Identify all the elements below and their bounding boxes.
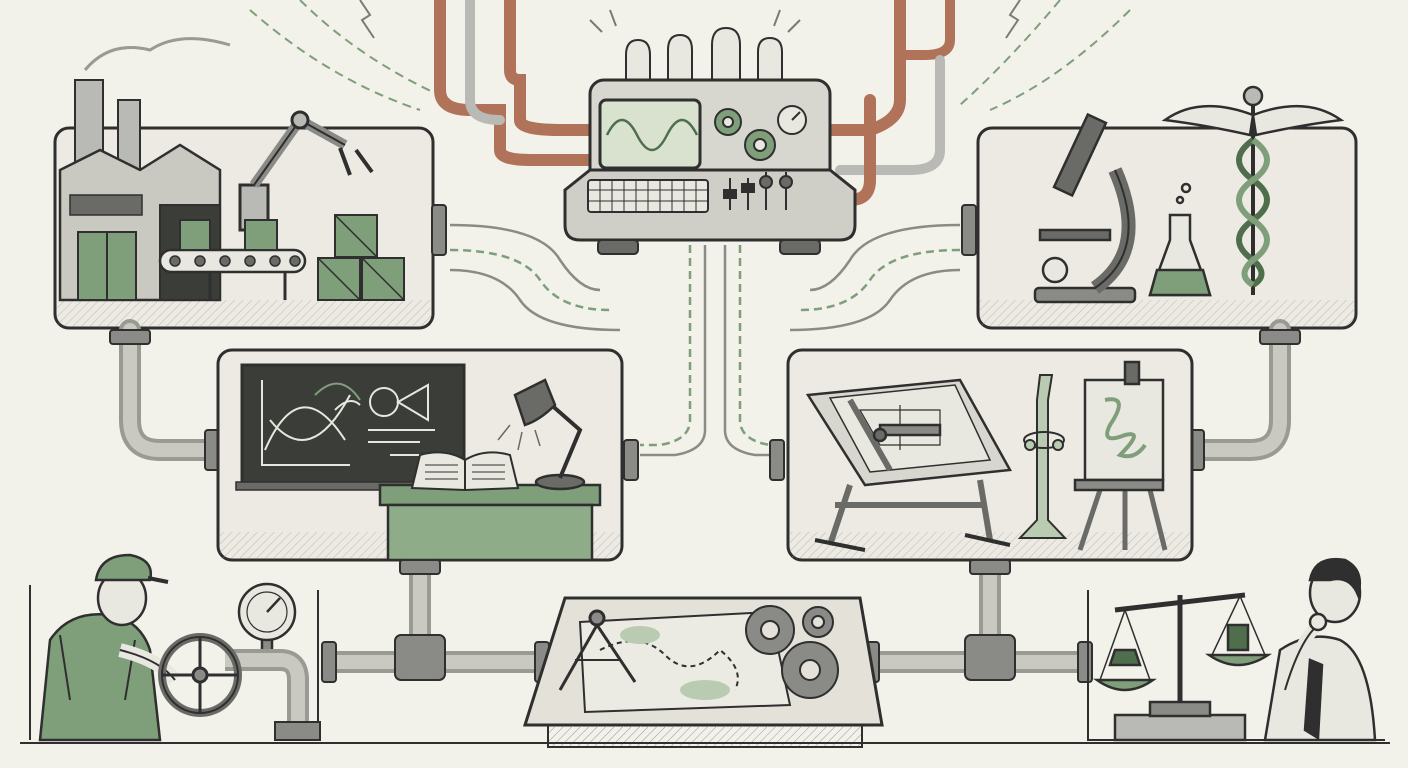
open-book-icon [410,451,520,492]
thinking-man-icon [1263,557,1377,742]
trumpet-icon [1017,374,1068,539]
microscope-icon [1033,112,1137,304]
easel-icon [1073,360,1168,551]
oscilloscope-screen-icon [598,98,702,170]
science-medicine-panel [976,85,1358,330]
drafting-table-icon [805,378,1013,552]
gear-icon [714,108,776,161]
side-pipes [119,319,1291,461]
justice-scene [1087,557,1385,742]
scales-of-justice-icon [1093,592,1273,742]
caduceus-icon [1161,85,1345,295]
worker-valve-scene [29,553,321,742]
gear-icon [745,605,839,699]
crate-icon [179,214,405,301]
spark-lines [359,0,1021,39]
bottom-pipes [330,560,1085,673]
slider-icon [723,172,793,210]
energy-rays [249,0,1131,111]
planning-table [522,596,884,748]
central-control-console [563,26,857,255]
education-panel [216,348,624,562]
map-icon [578,610,792,714]
valve-wheel-icon [158,633,242,717]
worker-icon [38,553,181,742]
vacuum-tube-icon [625,26,783,81]
keyboard-icon [587,179,709,213]
smoke-line [83,37,231,71]
chalkboard-icon [235,363,471,491]
compass-icon [558,609,637,691]
pipe-flanges [109,204,1301,481]
console-cables [449,223,961,457]
desk-lamp-icon [497,378,586,491]
conveyor-belt-icon [158,248,307,300]
factory-panel [53,37,435,330]
gauge-icon [777,105,807,135]
desk-icon [378,483,602,562]
flask-icon [1148,182,1212,297]
design-arts-panel [786,348,1194,562]
